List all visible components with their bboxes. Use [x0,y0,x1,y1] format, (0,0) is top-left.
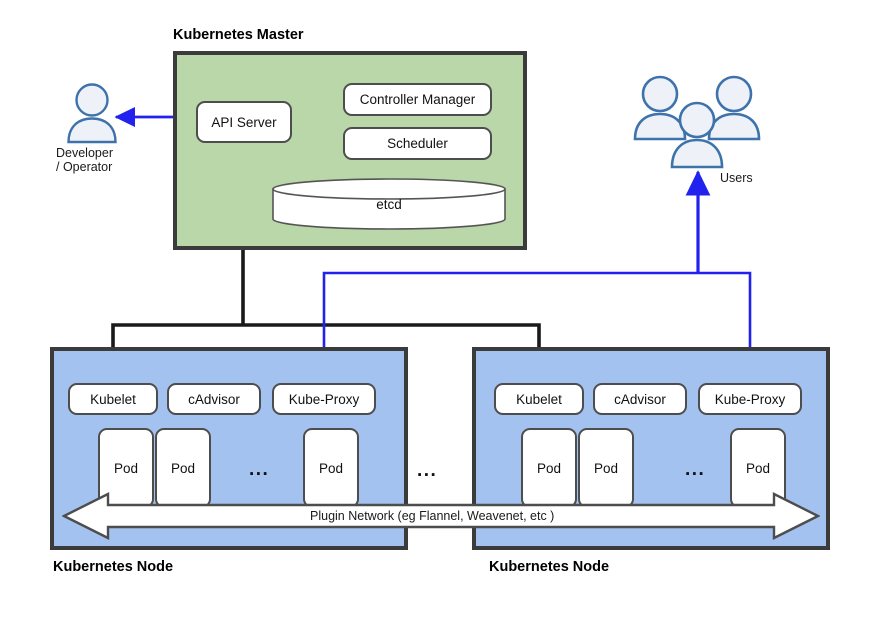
people-group-icon [633,75,761,169]
kubelet-label-left: Kubelet [90,391,136,407]
controller-manager-label: Controller Manager [359,92,476,107]
pod-label-left-3: Pod [318,460,344,476]
developer-label-line1: Developer [56,146,113,160]
node-title-right: Kubernetes Node [489,559,610,575]
kubelet-label-right: Kubelet [516,391,562,407]
cadvisor-label-right: cAdvisor [614,391,666,407]
etcd-label: etcd [376,196,402,212]
plugin-network-label: Plugin Network (eg Flannel, Weavenet, et… [310,509,555,523]
pod-box-left-3[interactable]: Pod [303,428,359,508]
cadvisor-box-right[interactable]: cAdvisor [593,383,687,415]
cadvisor-label-left: cAdvisor [188,391,240,407]
plugin-network-arrow [62,492,820,540]
person-icon [67,83,117,144]
etcd-cylinder[interactable]: etcd [272,178,506,230]
kube-proxy-label-left: Kube-Proxy [288,391,360,407]
master-title: Kubernetes Master [173,27,304,43]
developer-label-line2: / Operator [56,160,113,174]
person-icon-front-center [670,101,724,169]
kube-proxy-box-right[interactable]: Kube-Proxy [698,383,802,415]
etcd-cylinder-shape [272,178,506,230]
kube-proxy-box-left[interactable]: Kube-Proxy [272,383,376,415]
pod-label-right-3: Pod [745,460,771,476]
kubelet-box-right[interactable]: Kubelet [494,383,584,415]
pod-label-right-1: Pod [536,460,562,476]
users-label: Users [720,171,753,185]
pod-label-left-2: Pod [170,460,196,476]
kube-proxy-label-right: Kube-Proxy [714,391,786,407]
scheduler-label: Scheduler [387,136,448,151]
between-nodes-ellipsis: ... [417,460,438,481]
pod-ellipsis-right: ... [685,459,706,480]
pod-box-right-2[interactable]: Pod [578,428,634,508]
person-icon-back-left [633,75,687,141]
cadvisor-box-left[interactable]: cAdvisor [167,383,261,415]
pod-box-left-2[interactable]: Pod [155,428,211,508]
scheduler-box[interactable]: Scheduler [343,127,492,160]
api-server-box[interactable]: API Server [196,101,292,143]
api-server-label: API Server [211,114,277,130]
pod-ellipsis-left: ... [249,459,270,480]
pod-label-right-2: Pod [593,460,619,476]
node-title-left: Kubernetes Node [53,559,174,575]
developer-caption: Developer / Operator [56,146,113,174]
controller-manager-box[interactable]: Controller Manager [343,83,492,116]
kubelet-box-left[interactable]: Kubelet [68,383,158,415]
person-icon-back-right [707,75,761,141]
pod-label-left-1: Pod [113,460,139,476]
